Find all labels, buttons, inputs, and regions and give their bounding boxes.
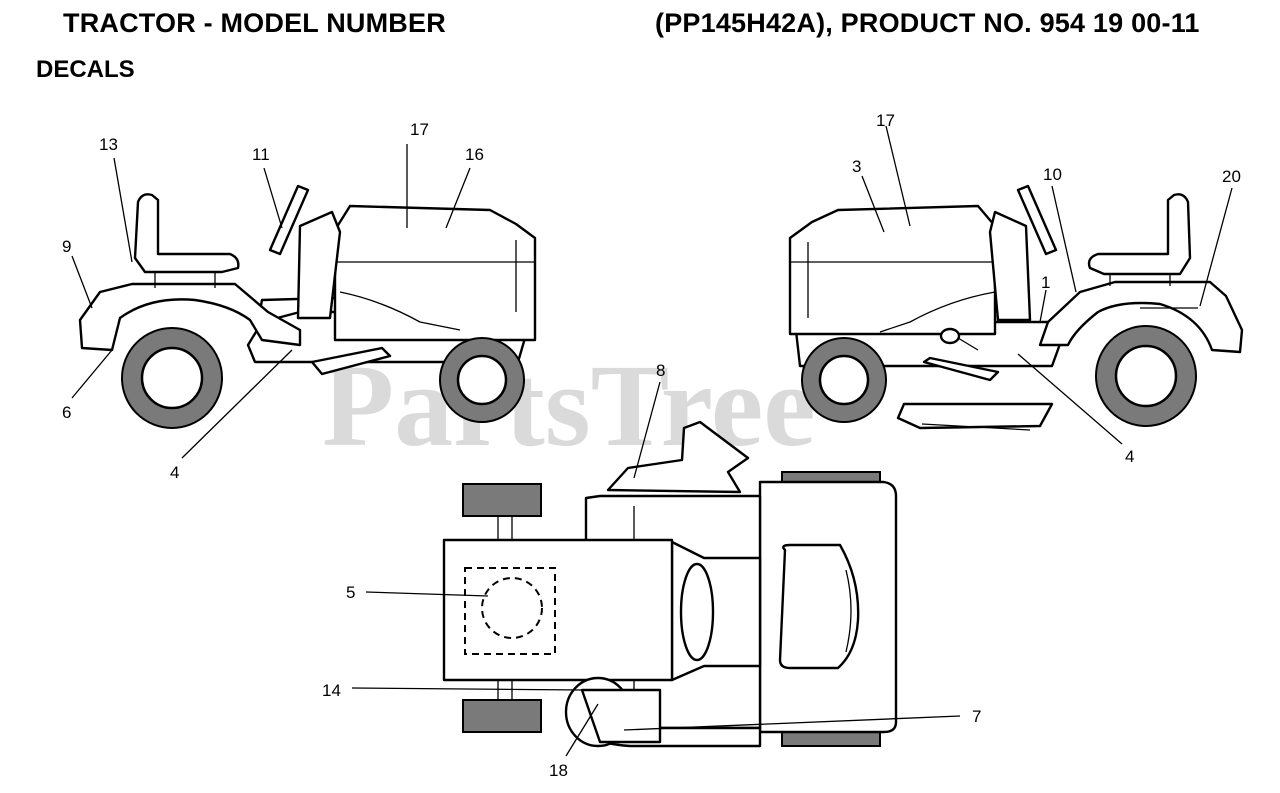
top-steering-wheel [679, 562, 715, 662]
right-lever-knob [939, 327, 961, 345]
leader-16 [445, 167, 471, 229]
top-seat [778, 543, 860, 670]
leader-4-left [181, 349, 293, 459]
right-mower-deck [896, 402, 1054, 430]
callout-14: 14 [322, 681, 341, 700]
leader-9 [71, 255, 93, 309]
right-steering-wheel [1016, 184, 1058, 256]
left-front-hub [456, 354, 508, 406]
callout-20: 20 [1222, 167, 1241, 186]
callout-5: 5 [346, 583, 355, 602]
leader-1 [1039, 289, 1047, 323]
callout-17-left: 17 [410, 120, 429, 139]
leader-3 [861, 175, 885, 233]
right-front-hub [818, 354, 870, 406]
tractor-top-view: 8 5 14 7 18 [322, 361, 981, 780]
leader-14 [351, 687, 585, 691]
callout-4-right: 4 [1125, 447, 1134, 466]
callout-16: 16 [465, 145, 484, 164]
left-steering-wheel [268, 184, 310, 256]
top-front-left-tire [462, 483, 542, 517]
top-decal-outline-rect [464, 567, 556, 655]
callout-1: 1 [1041, 273, 1050, 292]
right-seat [1087, 193, 1192, 276]
right-deck-belt [921, 423, 1031, 431]
left-seat [133, 193, 240, 274]
left-hood-side-line [339, 291, 461, 331]
callout-7: 7 [972, 707, 981, 726]
leader-8 [633, 381, 661, 479]
top-axle-lines [497, 516, 513, 700]
left-dashboard [296, 210, 342, 320]
right-lever [957, 337, 979, 351]
callout-6: 6 [62, 403, 71, 422]
callout-8: 8 [656, 361, 665, 380]
section-subtitle: DECALS [36, 56, 135, 83]
callout-13: 13 [99, 135, 118, 154]
tractor-left-side-view: 13 11 17 16 9 6 4 [62, 120, 537, 482]
tractor-right-side-view: 17 3 10 20 1 4 [788, 111, 1244, 466]
leader-13 [113, 157, 133, 263]
leader-7 [623, 715, 961, 731]
leader-17-right [885, 125, 911, 227]
callout-4-left: 4 [170, 463, 179, 482]
callout-9: 9 [62, 237, 71, 256]
top-discharge-chute [606, 420, 750, 494]
top-decal-outline-circle [481, 577, 543, 639]
top-rear-right-tire [781, 731, 881, 747]
callout-17-right: 17 [876, 111, 895, 130]
leader-11 [263, 167, 283, 229]
left-rear-hub [140, 346, 204, 410]
product-number: (PP145H42A), PRODUCT NO. 954 19 00-11 [655, 8, 1200, 38]
left-seat-post [154, 272, 216, 288]
callout-3: 3 [852, 157, 861, 176]
leader-18 [565, 703, 599, 757]
leader-10 [1051, 185, 1077, 293]
callout-10: 10 [1043, 165, 1062, 184]
diagram-title: TRACTOR - MODEL NUMBER [63, 8, 446, 38]
callout-18: 18 [549, 761, 568, 780]
leader-4-right [1017, 353, 1123, 445]
right-rear-fender [1038, 280, 1244, 354]
left-hood [333, 204, 537, 342]
leader-6 [71, 349, 113, 399]
right-seat-post [1109, 274, 1171, 286]
right-pedal [922, 356, 1000, 382]
right-dashboard [988, 210, 1032, 322]
top-front-right-tire [462, 699, 542, 733]
top-seat-curve [845, 569, 852, 653]
right-rear-hub [1114, 344, 1178, 408]
right-hood-side-line [879, 291, 996, 333]
callout-11: 11 [252, 145, 270, 164]
left-rear-fender [78, 282, 302, 352]
right-hood [788, 204, 997, 336]
top-hood [442, 538, 674, 682]
leader-20 [1199, 187, 1233, 307]
leader-5 [365, 591, 489, 597]
left-pedal [310, 346, 392, 376]
